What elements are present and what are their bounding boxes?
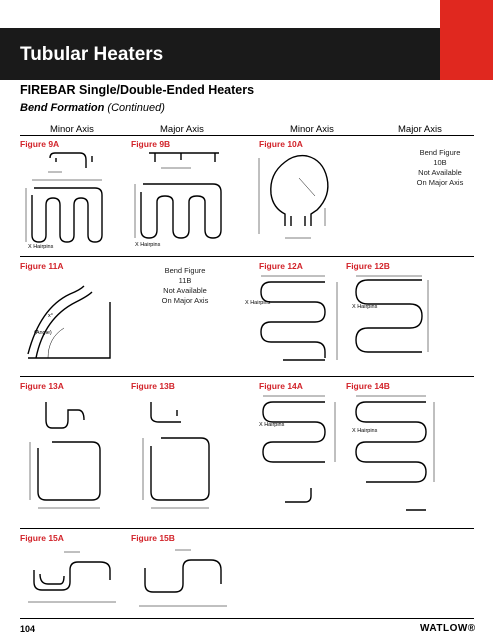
page-number: 104: [20, 624, 36, 634]
svg-text:X Hairpins: X Hairpins: [352, 428, 378, 434]
figure-13b-diagram: [142, 402, 210, 509]
figure-9b-diagram: X Hairpins: [134, 152, 222, 248]
rule-row-2: [20, 256, 474, 257]
figure-15a-label: Figure 15A: [20, 533, 64, 543]
figure-15b-label: Figure 15B: [131, 533, 175, 543]
footer-rule: [20, 618, 474, 619]
figure-14b-diagram: X Hairpins: [352, 395, 435, 511]
figure-9b-label: Figure 9B: [131, 139, 171, 149]
note-11b: Bend Figure 11B Not Available On Major A…: [140, 266, 230, 306]
figure-13b-label: Figure 13B: [131, 381, 175, 391]
subsection-continued: (Continued): [107, 102, 165, 114]
axis-heading-major-2: Major Axis: [398, 124, 442, 135]
svg-text:X Hairpins: X Hairpins: [135, 242, 161, 248]
axis-heading-major-1: Major Axis: [160, 124, 204, 135]
subsection-title: Bend Formation (Continued): [20, 102, 165, 114]
figure-13a-label: Figure 13A: [20, 381, 64, 391]
page-header: Tubular Heaters: [0, 0, 493, 80]
note-10b-line-1: Bend Figure: [419, 148, 461, 157]
figure-12b-diagram: X Hairpins: [352, 275, 429, 353]
header-bar: [0, 28, 440, 80]
section-title: FIREBAR Single/Double-Ended Heaters: [20, 83, 255, 97]
rule-row-4: [20, 528, 474, 529]
svg-text:x°: x°: [48, 313, 53, 319]
axis-heading-minor-2: Minor Axis: [290, 124, 334, 135]
note-11b-line-4: On Major Axis: [161, 296, 209, 305]
figure-9a-label: Figure 9A: [20, 139, 60, 149]
note-11b-line-2: 11B: [178, 276, 192, 285]
svg-text:X Hairpins: X Hairpins: [352, 304, 378, 310]
rule-row-3: [20, 376, 474, 377]
svg-text:X Hairpins: X Hairpins: [259, 422, 285, 428]
note-11b-line-3: Not Available: [163, 286, 207, 295]
axis-heading-minor-1: Minor Axis: [50, 124, 94, 135]
figure-12a-label: Figure 12A: [259, 261, 303, 271]
svg-text:X Hairpins: X Hairpins: [28, 244, 54, 250]
note-10b-line-2: 10B: [433, 158, 447, 167]
figure-13a-diagram: [29, 402, 101, 509]
figure-10a-diagram: [258, 154, 329, 239]
rule-row-1: [20, 135, 474, 136]
figure-15b-diagram: [139, 549, 227, 607]
figure-14a-diagram: X Hairpins: [259, 395, 336, 503]
header-accent-block: [440, 0, 493, 80]
note-10b-line-4: On Major Axis: [416, 178, 464, 187]
note-11b-line-1: Bend Figure: [164, 266, 206, 275]
page-title: Tubular Heaters: [20, 44, 164, 65]
figure-9a-diagram: X Hairpins: [25, 152, 103, 250]
figure-14a-label: Figure 14A: [259, 381, 303, 391]
svg-text:X Hairpins: X Hairpins: [245, 300, 271, 306]
figure-14b-label: Figure 14B: [346, 381, 390, 391]
figure-12b-label: Figure 12B: [346, 261, 390, 271]
subsection-title-text: Bend Formation: [20, 102, 105, 114]
figure-11a-diagram: (Angle) x°: [27, 285, 111, 359]
figure-12a-diagram: X Hairpins: [245, 275, 338, 361]
figure-11a-label: Figure 11A: [20, 261, 64, 271]
svg-text:(Angle): (Angle): [34, 330, 52, 336]
note-10b: Bend Figure 10B Not Available On Major A…: [395, 148, 485, 188]
brand-logo: WATLOW®: [420, 623, 476, 634]
figure-10a-label: Figure 10A: [259, 139, 303, 149]
figure-15a-diagram: [28, 551, 116, 603]
note-10b-line-3: Not Available: [418, 168, 462, 177]
